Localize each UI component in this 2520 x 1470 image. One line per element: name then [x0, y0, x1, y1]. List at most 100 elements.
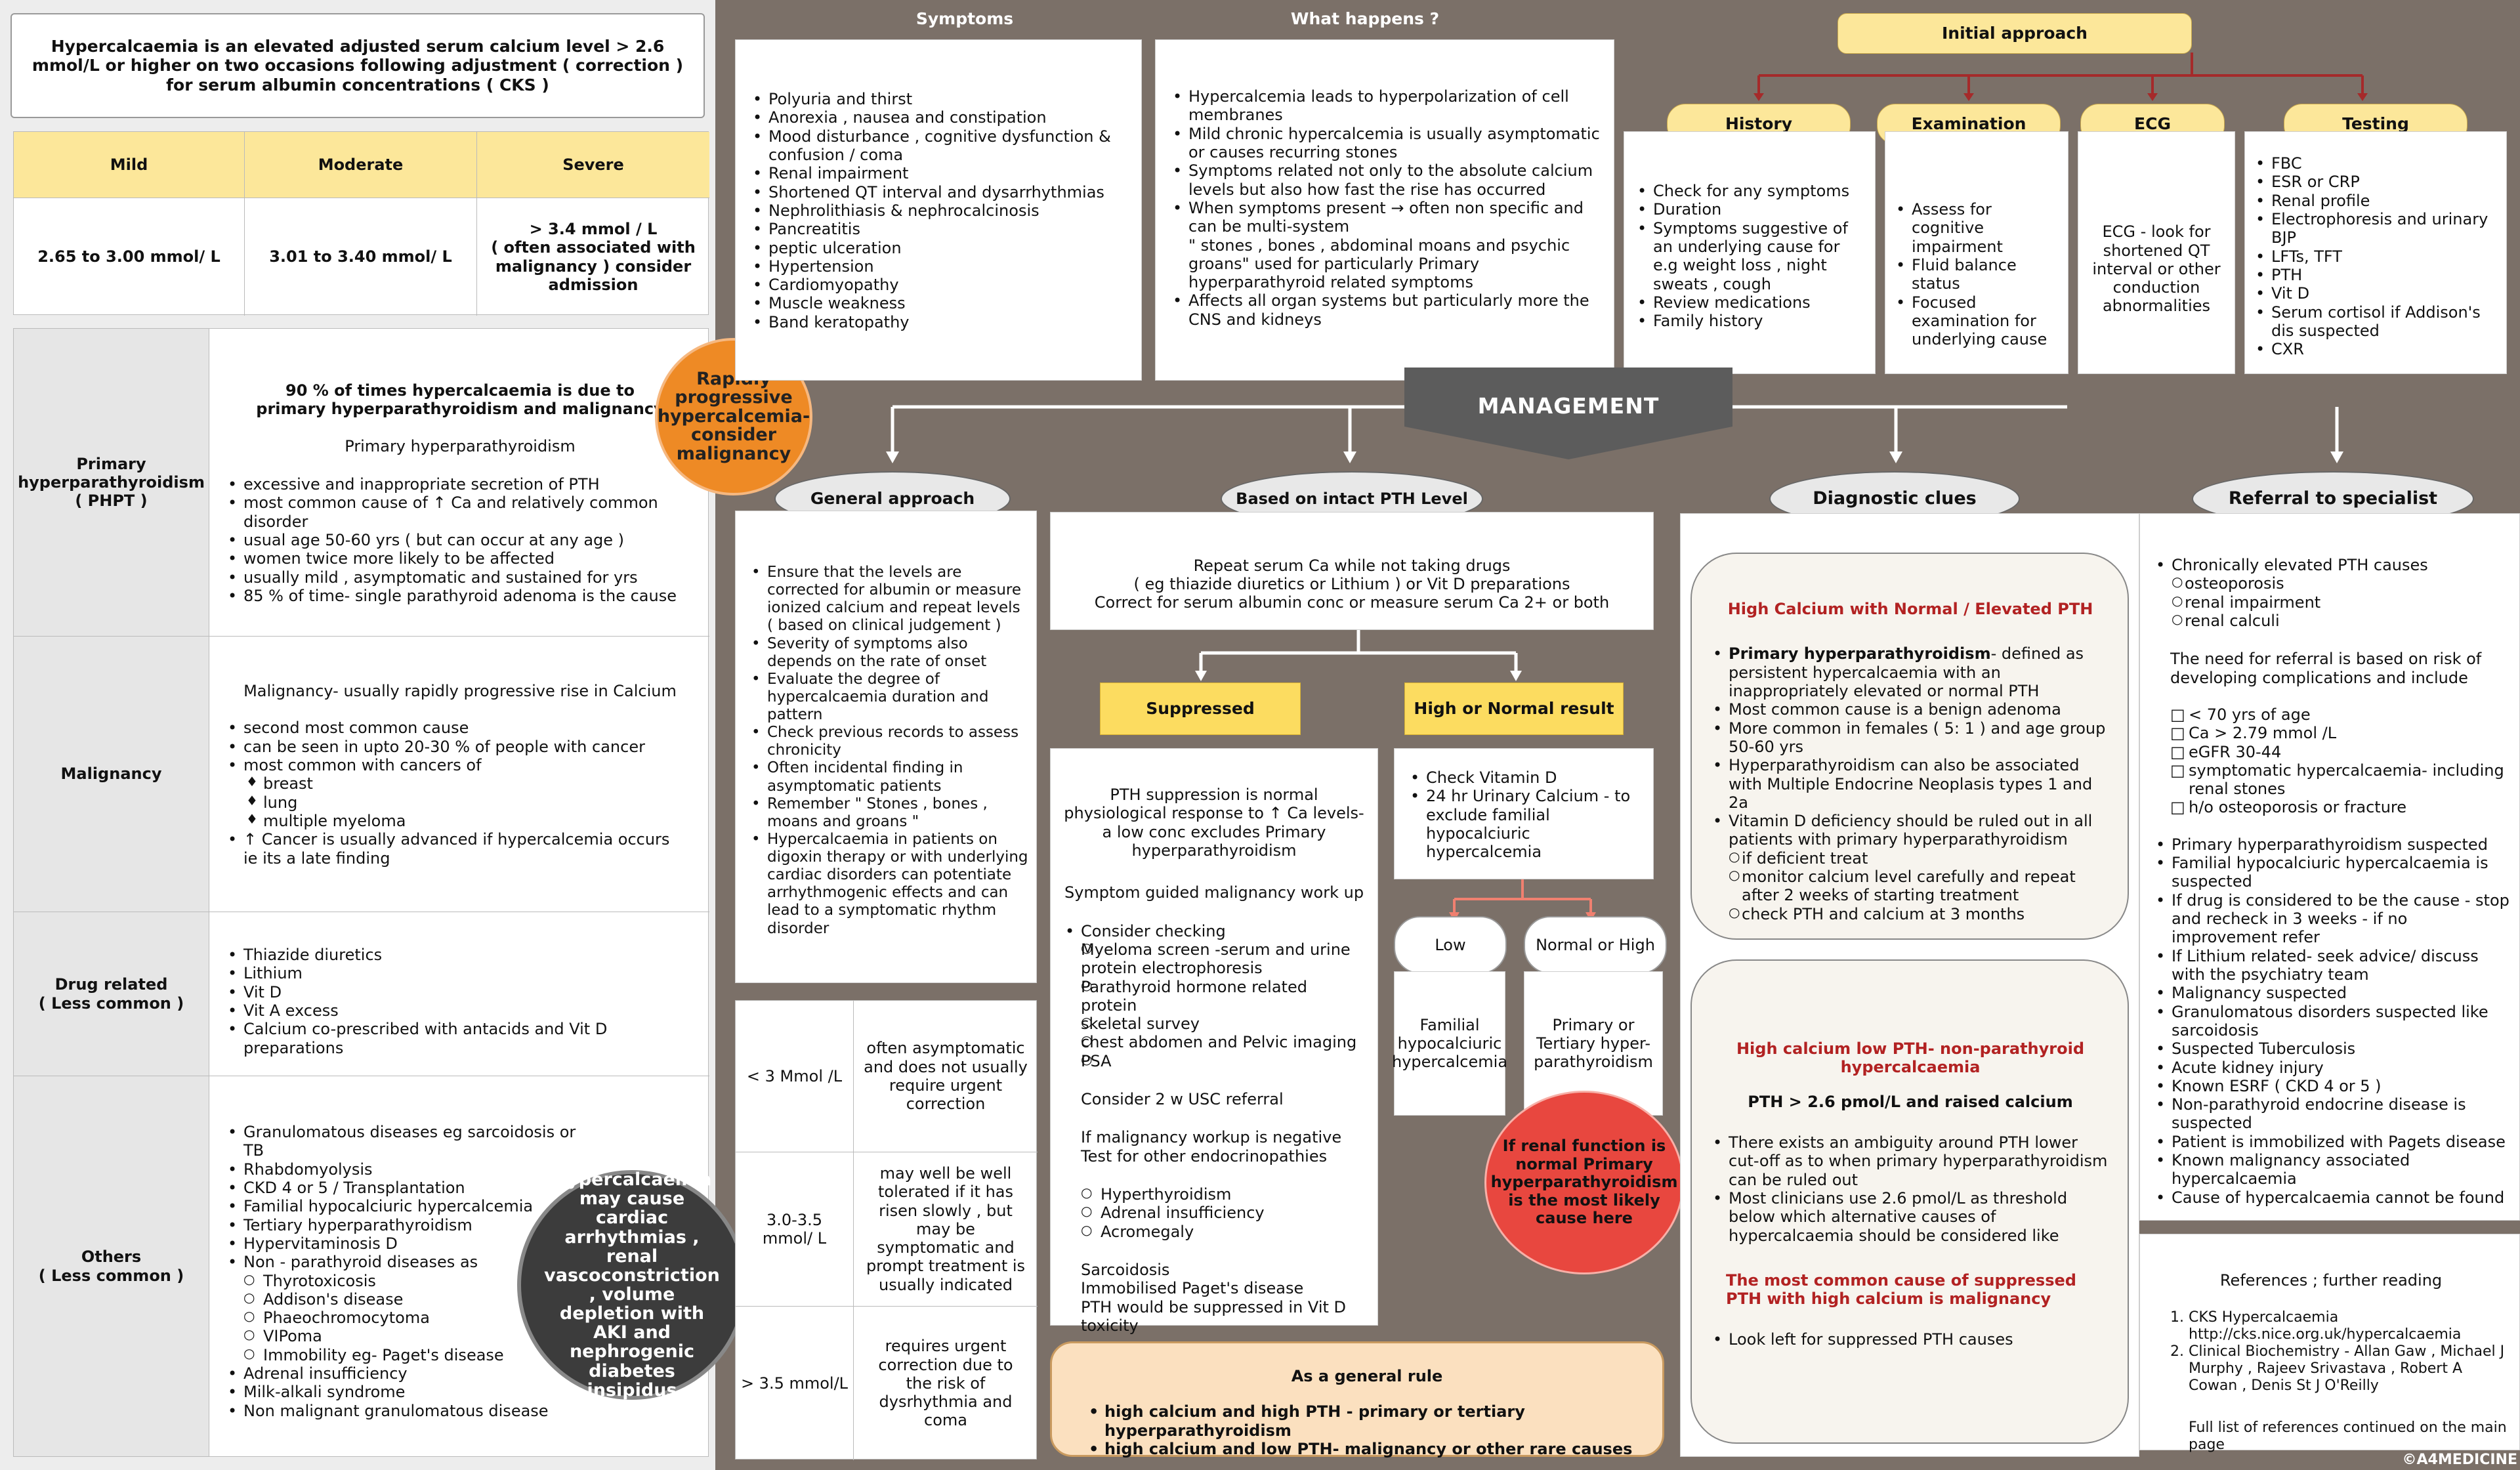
general-rule-title: As a general rule	[1291, 1367, 1443, 1385]
list-item: Thiazide diuretics	[224, 946, 703, 965]
testing-label: Testing	[2342, 114, 2409, 134]
management-title: MANAGEMENT	[1477, 393, 1660, 419]
others-sublist: Thyrotoxicosis Addison's disease Phaeoch…	[224, 1272, 591, 1365]
initial-approach-pill: Initial approach	[1838, 13, 2192, 54]
general-approach-box: Ensure that the levels are corrected for…	[735, 511, 1037, 983]
list-item: Nephrolithiasis & nephrocalcinosis	[749, 201, 1128, 220]
list-item: Hypercalcaemia in patients on digoxin th…	[747, 831, 1028, 938]
list-item: Acute kidney injury	[2152, 1059, 2513, 1078]
list-item: Review medications	[1633, 293, 1868, 312]
usc-referral: Consider 2 w USC referral	[1081, 1090, 1284, 1109]
initial-connectors	[1754, 52, 2368, 101]
clue-box-1: High Calcium with Normal / Elevated PTH …	[1690, 553, 2129, 940]
list-item: Chronically elevated PTH causes	[2152, 556, 2513, 575]
level-range-1: < 3 Mmol /L	[736, 1001, 854, 1152]
fhh-text: Familial hypocalciuric hypercalcemia	[1391, 1015, 1508, 1072]
others-content: Granulomatous diseases eg sarcoidosis or…	[224, 1123, 591, 1420]
list-item: Check for any symptoms	[1633, 182, 1868, 201]
list-item: Ensure that the levels are corrected for…	[747, 564, 1028, 635]
phpt-subtitle: Primary hyperparathyroidism	[345, 436, 576, 455]
list-item: most common with cancers of	[224, 756, 696, 775]
list-item: Mood disturbance , cognitive dysfunction…	[749, 127, 1128, 165]
suppressed-text-2: Symptom guided malignancy work up	[1064, 883, 1364, 902]
list-item: Addison's disease	[224, 1290, 591, 1309]
general-rule-list: high calcium and high PTH - primary or t…	[1085, 1402, 1649, 1458]
brand-label: ©A4MEDICINE	[2402, 1452, 2517, 1468]
list-item: Malignancy suspected	[2152, 984, 2513, 1003]
checks-list: Myeloma screen -serum and urine protein …	[1061, 940, 1367, 1070]
list-item: Shortened QT interval and dysarrhythmias	[749, 183, 1128, 202]
list-item: Symptoms related not only to the absolut…	[1169, 161, 1601, 199]
list-item: monitor calcium level carefully and repe…	[1709, 868, 2112, 905]
list-item: Band keratopathy	[749, 313, 1128, 332]
list-item: Vit A excess	[224, 1001, 703, 1020]
list-item: PTH	[2252, 266, 2501, 285]
references-box: References ; further reading CKS Hyperca…	[2139, 1234, 2520, 1453]
level-range-2: 3.0-3.5 mmol/ L	[736, 1152, 854, 1306]
list-item: Parathyroid hormone related protein	[1061, 978, 1367, 1015]
severity-value-moderate: 3.01 to 3.40 mmol/ L	[245, 198, 477, 316]
list-item: Pancreatitis	[749, 220, 1128, 239]
list-item: Focused examination for underlying cause	[1892, 293, 2063, 349]
list-item: Renal profile	[2252, 192, 2501, 211]
list-item: Thyrotoxicosis	[224, 1272, 591, 1290]
consider-list: Consider checking	[1061, 922, 1367, 941]
list-item: Clinical Biochemistry - Allan Gaw , Mich…	[2189, 1343, 2513, 1395]
list-item: renal calculi	[2152, 612, 2513, 630]
list-item: Familial hypocalciuric hypercalcemia	[224, 1197, 591, 1216]
initial-connector-path	[1757, 52, 2364, 98]
examination-list: Assess for cognitive impairment Fluid ba…	[1892, 200, 2063, 349]
low-pill: Low	[1394, 916, 1507, 974]
clue-box-2-red: The most common cause of suppressed PTH …	[1726, 1270, 2076, 1309]
level-range-3: > 3.5 mmol/L	[736, 1306, 854, 1460]
list-item: Immobility eg- Paget's disease	[224, 1346, 591, 1364]
list-item: Hyperparathyroidism can also be associat…	[1709, 756, 2112, 812]
what-title: What happens ?	[1290, 9, 1440, 28]
management-banner-shape	[1404, 368, 1732, 459]
endo-list: Hyperthyroidism Adrenal insufficiency Ac…	[1061, 1185, 1367, 1241]
list-item: chest abdomen and Pelvic imaging	[1061, 1033, 1367, 1051]
list-item: Non - parathyroid diseases as	[224, 1253, 591, 1272]
testing-box: FBC ESR or CRP Renal profile Electrophor…	[2244, 131, 2507, 374]
list-item: Patient is immobilized with Pagets disea…	[2152, 1133, 2513, 1152]
high-normal-detail-box: Check Vitamin D 24 hr Urinary Calcium - …	[1394, 748, 1654, 879]
list-item: Adrenal insufficiency	[224, 1364, 591, 1383]
malignancy-list: second most common cause can be seen in …	[224, 719, 696, 774]
list-item: Non-parathyroid endocrine disease is sus…	[2152, 1095, 2513, 1133]
initial-arrowheads	[1754, 93, 2368, 101]
list-item: VIPoma	[224, 1327, 591, 1345]
suppressed-text-1: PTH suppression is normal physiological …	[1064, 786, 1364, 860]
pth-connectors	[1195, 630, 1522, 681]
malignancy-last-list: ↑ Cancer is usually advanced if hypercal…	[224, 830, 696, 868]
list-item: Hypertension	[749, 257, 1128, 276]
others-tail-list: Adrenal insufficiency Milk-alkali syndro…	[224, 1364, 591, 1420]
phpt-list: excessive and inappropriate secretion of…	[224, 475, 696, 606]
referral-criteria: < 70 yrs of age Ca > 2.79 mmol /L eGFR 3…	[2152, 705, 2513, 817]
clue-box-1-sublist: if deficient treat monitor calcium level…	[1709, 849, 2112, 923]
list-item: Granulomatous diseases eg sarcoidosis or…	[224, 1123, 591, 1160]
list-item: If drug is considered to be the cause - …	[2152, 891, 2513, 947]
definition-box: Hypercalcaemia is an elevated adjusted s…	[10, 13, 705, 118]
list-item: Known malignancy associated hypercalcaem…	[2152, 1151, 2513, 1188]
list-item: Tertiary hyperparathyroidism	[224, 1216, 591, 1235]
suppressed-label: Suppressed	[1146, 699, 1255, 719]
initial-approach-title: Initial approach	[1942, 24, 2088, 43]
others-list: Granulomatous diseases eg sarcoidosis or…	[224, 1123, 591, 1272]
list-item: renal impairment	[2152, 593, 2513, 612]
level-text-3: requires urgent correction due to the ri…	[854, 1306, 1038, 1460]
symptoms-list: Polyuria and thirst Anorexia , nausea an…	[749, 90, 1128, 331]
dark-bubble-text: Hypercalcaemia may cause cardiac arrhyth…	[544, 1169, 720, 1400]
red-bubble: If renal function is normal Primary hype…	[1484, 1091, 1684, 1274]
cause-label-malignancy: Malignancy	[14, 636, 209, 912]
orange-bubble-text: Rapidly progressive hypercalcemia- consi…	[657, 369, 810, 464]
list-item: When symptoms present → often non specif…	[1169, 199, 1601, 292]
list-item: Vit D	[2252, 284, 2501, 303]
history-box: Check for any symptoms Duration Symptoms…	[1624, 131, 1876, 374]
history-list: Check for any symptoms Duration Symptoms…	[1633, 182, 1868, 331]
list-item: 24 hr Urinary Calcium - to exclude famil…	[1406, 787, 1644, 861]
cancer-list: breast lung multiple myeloma	[224, 774, 696, 830]
definition-text: Hypercalcaemia is an elevated adjusted s…	[32, 36, 684, 94]
examination-label: Examination	[1911, 114, 2026, 134]
phpt-intro: 90 % of times hypercalcaemia is due to p…	[256, 381, 664, 419]
what-list: Hypercalcemia leads to hyperpolarization…	[1169, 87, 1601, 329]
